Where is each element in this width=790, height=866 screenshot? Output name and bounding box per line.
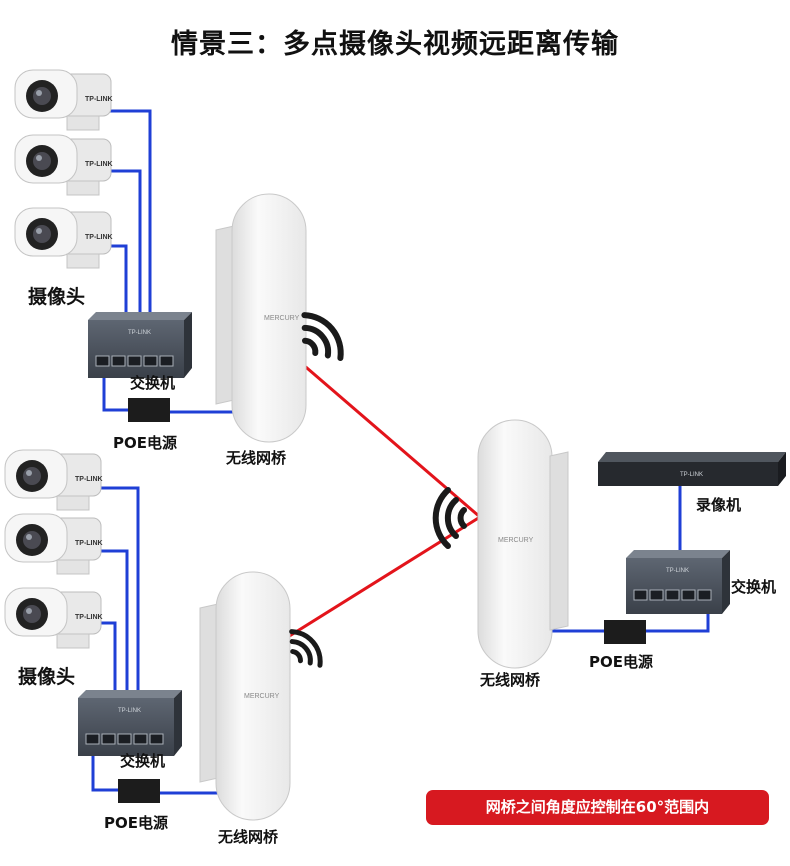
switch-brand-logo: TP-LINK bbox=[666, 568, 689, 574]
camera-1: TP-LINK bbox=[14, 69, 113, 131]
switch-label-top: 交换机 bbox=[130, 374, 176, 392]
wireless-link-bottom bbox=[282, 515, 481, 642]
bridge-brand-logo: MERCURY bbox=[244, 693, 280, 700]
bridge-label-top: 无线网桥 bbox=[226, 449, 287, 467]
poe-injector-top bbox=[128, 398, 170, 422]
camera-4: TP-LINK bbox=[4, 449, 103, 511]
poe-injector-right bbox=[604, 620, 646, 644]
bridge-brand-logo: MERCURY bbox=[498, 537, 534, 544]
wireless-bridge-bottom: MERCURY bbox=[199, 571, 291, 821]
wireless-link-top bbox=[292, 354, 481, 519]
bridge-label-bottom: 无线网桥 bbox=[218, 828, 279, 846]
camera-brand-logo: TP-LINK bbox=[85, 96, 113, 103]
wifi-signal-icon bbox=[432, 487, 467, 549]
camera-brand-logo: TP-LINK bbox=[75, 476, 103, 483]
switch-top: TP-LINK bbox=[88, 312, 192, 378]
bridge-label-right: 无线网桥 bbox=[480, 671, 541, 689]
angle-note-banner: 网桥之间角度应控制在60°范围内 bbox=[426, 790, 769, 825]
cable-camera1-switch bbox=[100, 109, 152, 357]
poe-label-right: POE电源 bbox=[589, 653, 653, 671]
camera-5: TP-LINK bbox=[4, 513, 103, 575]
camera-brand-logo: TP-LINK bbox=[85, 161, 113, 168]
cable-switch-poe-bottom bbox=[91, 750, 118, 792]
switch-brand-logo: TP-LINK bbox=[118, 708, 141, 714]
poe-label-bottom: POE电源 bbox=[104, 814, 168, 832]
nvr-recorder: TP-LINK bbox=[598, 452, 786, 486]
camera-brand-logo: TP-LINK bbox=[75, 614, 103, 621]
bridge-brand-logo: MERCURY bbox=[264, 315, 300, 322]
cameras-label-bottom: 摄像头 bbox=[18, 666, 76, 688]
poe-label-top: POE电源 bbox=[113, 434, 177, 452]
switch-brand-logo: TP-LINK bbox=[128, 330, 151, 336]
poe-injector-bottom bbox=[118, 779, 160, 803]
camera-brand-logo: TP-LINK bbox=[85, 234, 113, 241]
page-title: 情景三：多点摄像头视频远距离传输 bbox=[171, 29, 619, 60]
wifi-signal-icon bbox=[301, 312, 344, 362]
switch-label-right: 交换机 bbox=[731, 578, 777, 596]
camera-6: TP-LINK bbox=[4, 587, 103, 649]
switch-label-bottom: 交换机 bbox=[120, 752, 166, 770]
wireless-bridge-right: MERCURY bbox=[477, 419, 569, 669]
cable-camera2-switch bbox=[100, 169, 142, 357]
cables-bottom-group bbox=[91, 486, 220, 795]
switch-right: TP-LINK bbox=[626, 550, 730, 614]
nvr-brand-logo: TP-LINK bbox=[680, 472, 703, 478]
nvr-label: 录像机 bbox=[696, 496, 742, 514]
cameras-label-top: 摄像头 bbox=[28, 286, 86, 308]
camera-brand-logo: TP-LINK bbox=[75, 540, 103, 547]
camera-3: TP-LINK bbox=[14, 207, 113, 269]
cable-camera4-switch bbox=[92, 486, 140, 735]
cable-camera5-switch bbox=[92, 549, 129, 735]
wireless-bridge-top: MERCURY bbox=[215, 193, 307, 443]
wireless-links bbox=[282, 354, 481, 642]
camera-2: TP-LINK bbox=[14, 134, 113, 196]
switch-bottom: TP-LINK bbox=[78, 690, 182, 756]
wifi-signal-icon bbox=[289, 629, 323, 668]
